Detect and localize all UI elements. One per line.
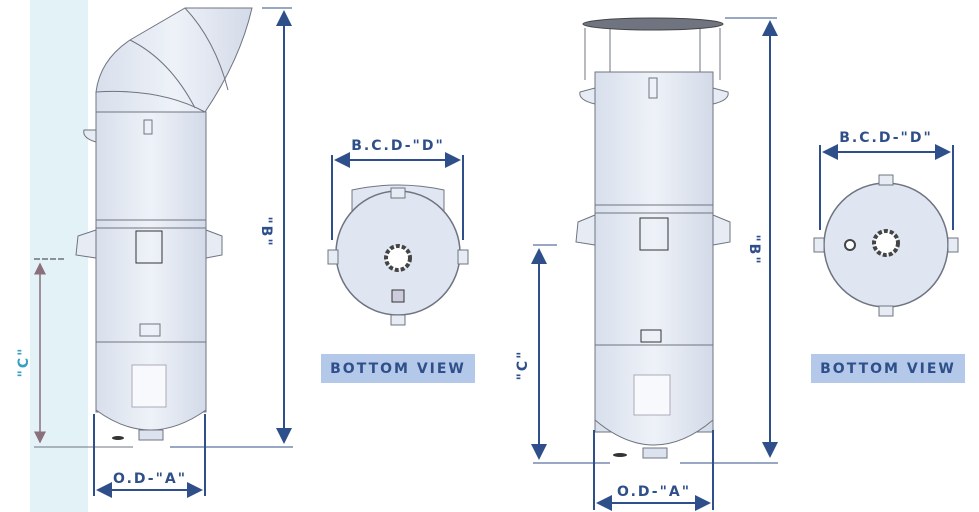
left-bottom-view-caption: BOTTOM VIEW [321, 354, 475, 383]
right-bcd-label: B.C.D-"D" [839, 130, 932, 146]
right-od-label: O.D-"A" [617, 484, 691, 500]
left-vessel-drawing [75, 7, 253, 441]
left-bcd-label: B.C.D-"D" [351, 138, 444, 154]
right-bottom-view-drawing [813, 174, 959, 317]
right-vessel-drawing [575, 17, 731, 459]
left-inlet-height-label: "C" [16, 347, 32, 378]
left-height-label: "B" [258, 216, 274, 247]
right-height-label: "B" [746, 234, 762, 265]
left-bottom-view-drawing [327, 184, 469, 326]
right-inlet-height-label: "C" [515, 350, 531, 381]
right-bottom-view-caption: BOTTOM VIEW [811, 354, 965, 383]
left-od-label: O.D-"A" [113, 471, 187, 487]
